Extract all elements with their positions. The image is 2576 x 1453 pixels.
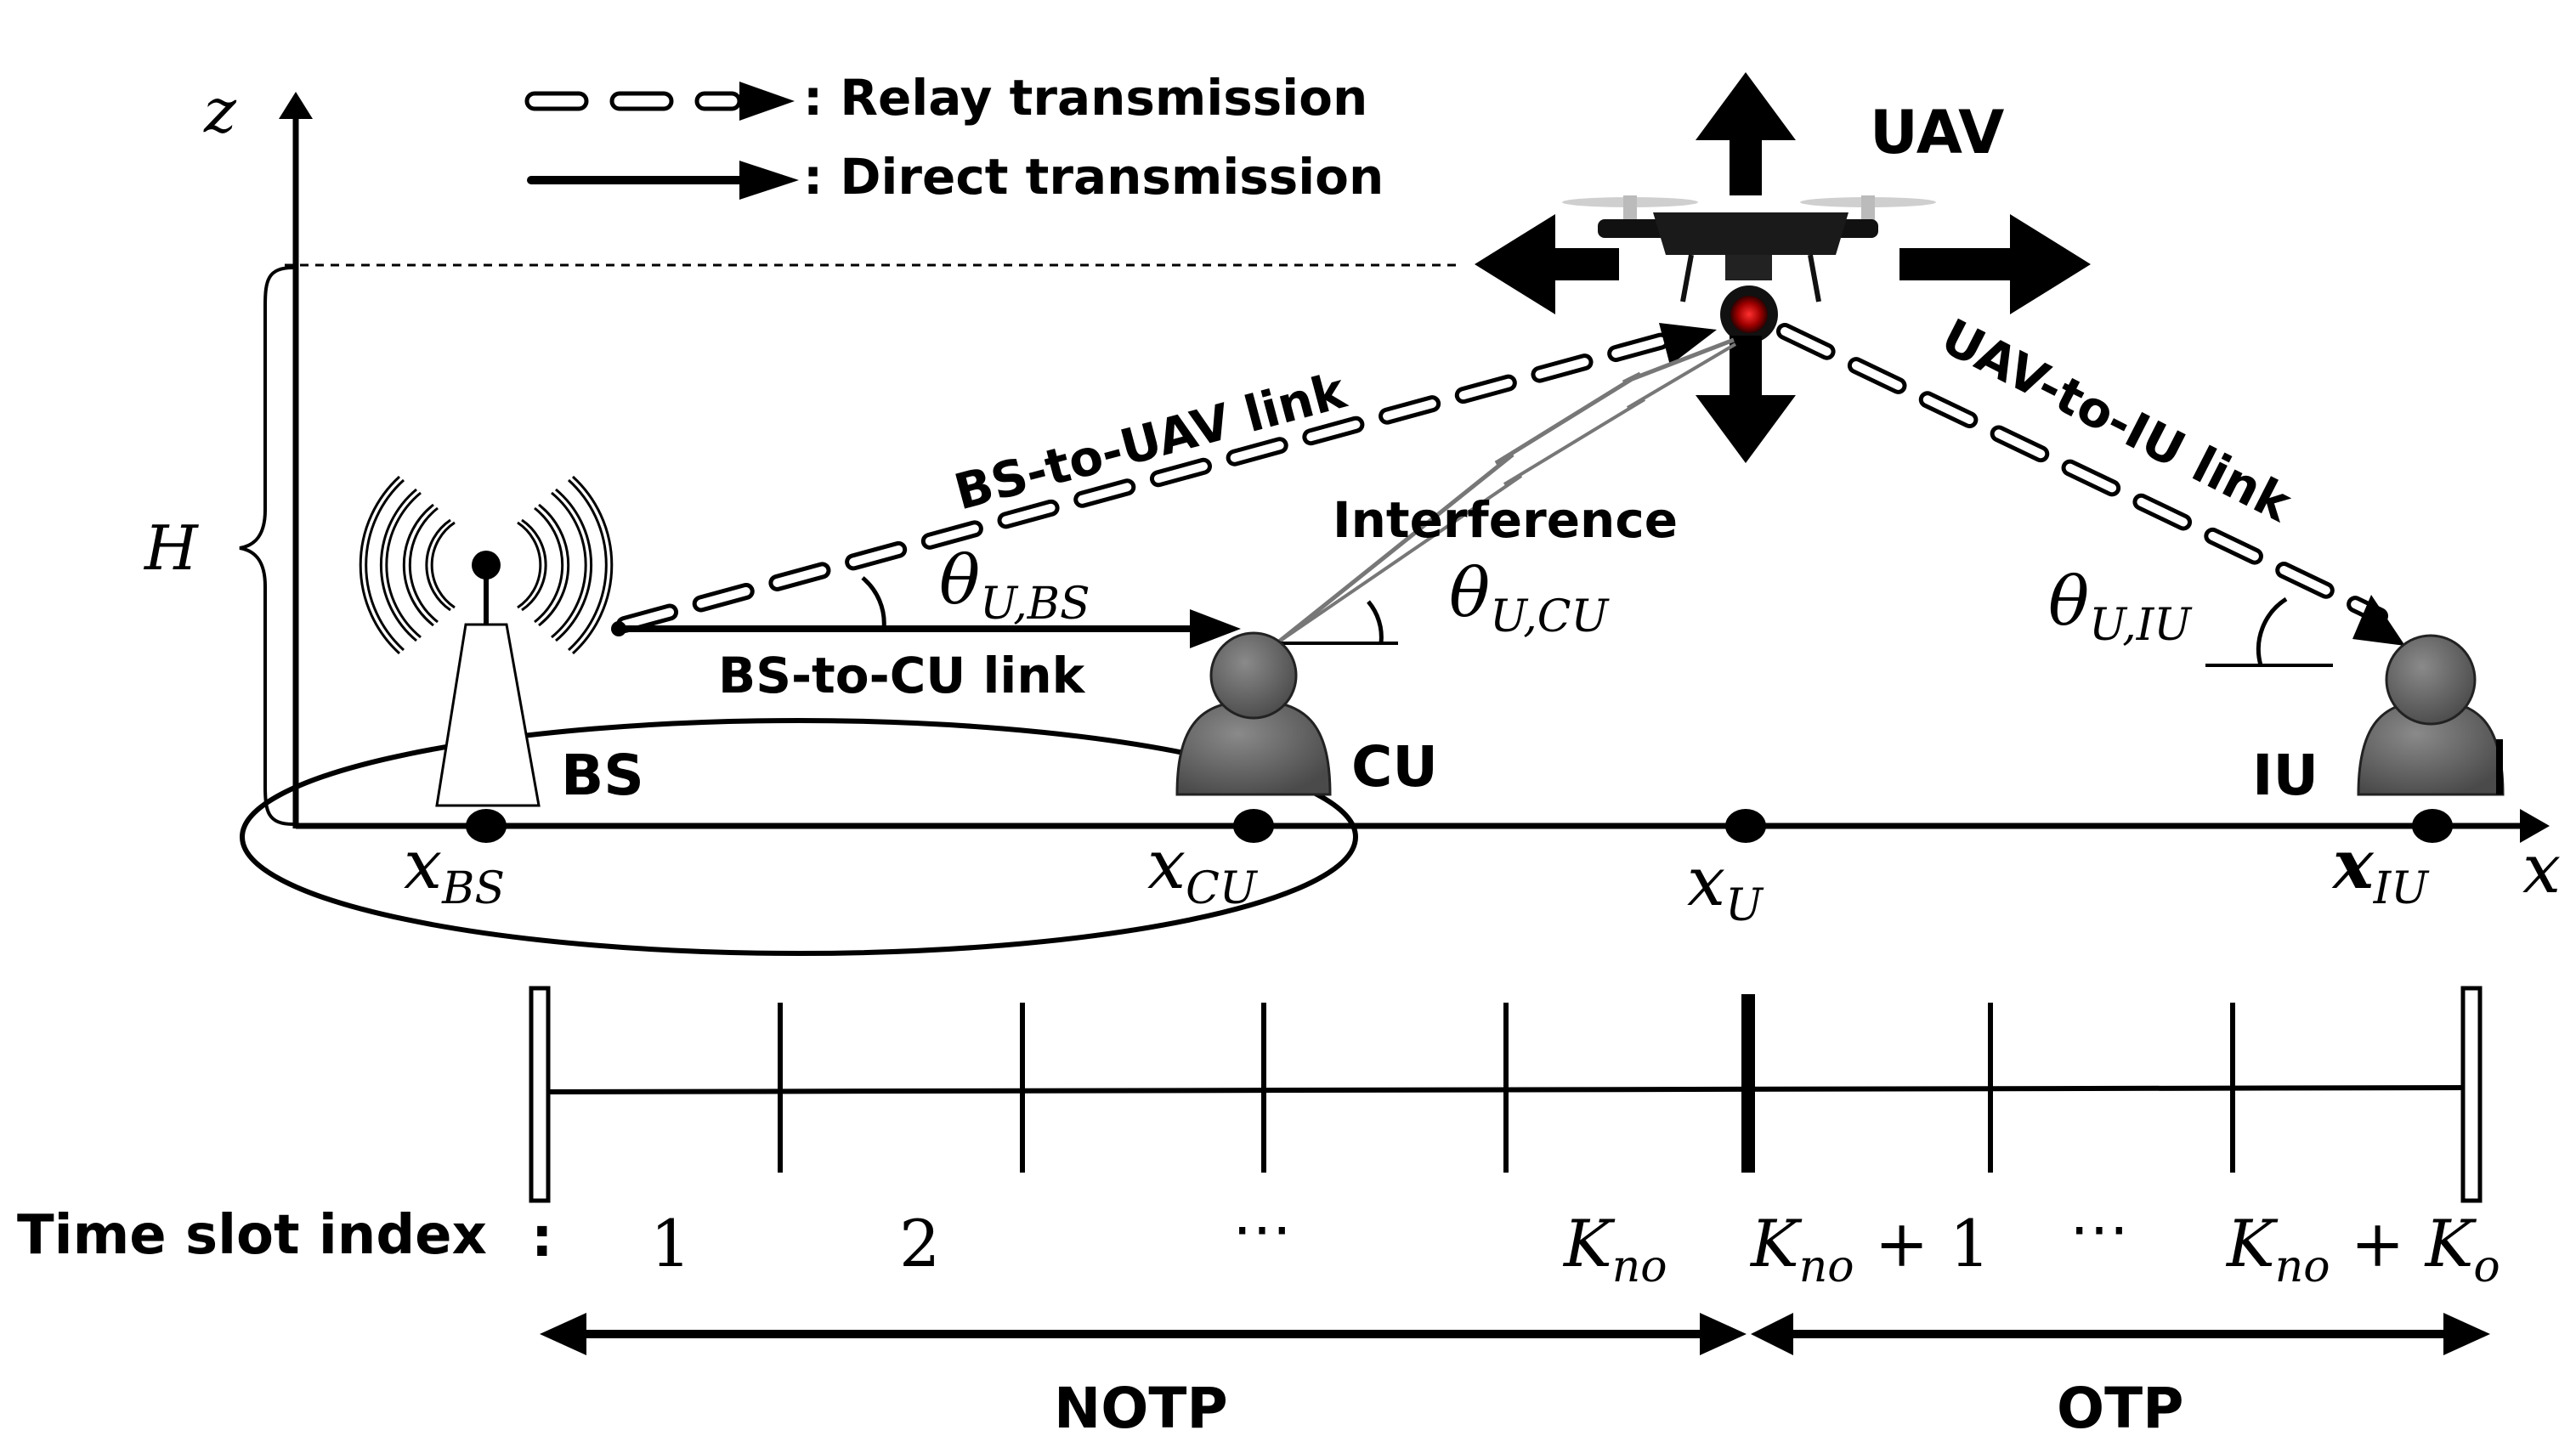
position-label-bs: xBS <box>404 825 505 914</box>
interference-label: Interference <box>1333 491 1678 549</box>
marker-cu <box>1233 809 1274 843</box>
iu-person-icon <box>2357 634 2505 796</box>
legend-relay-label: : Relay transmission <box>803 69 1367 127</box>
bs-to-uav-relay-link <box>616 323 1717 633</box>
angle-arc-iu <box>2256 596 2288 666</box>
uav-icon <box>1562 195 1936 343</box>
position-label-iu: xIU <box>2331 824 2430 914</box>
height-brace <box>239 266 294 826</box>
cu-label: CU <box>1351 734 1438 800</box>
arrow-down-icon <box>1696 336 1796 463</box>
marker-bs <box>466 809 507 843</box>
bs-to-cu-direct-link <box>611 609 1241 648</box>
position-label-u: xU <box>1687 842 1764 931</box>
x-axis-label: x <box>2522 829 2561 908</box>
otp-phase-arrow <box>1751 1313 2490 1355</box>
z-axis-label: z <box>203 75 237 146</box>
uav-to-iu-relay-link <box>1776 323 2405 646</box>
slot-label-kno-plus-1: Kno + 1 <box>1749 1206 1990 1292</box>
marker-iu <box>2412 809 2453 843</box>
angle-arc-cu <box>1367 600 1384 644</box>
x-axis-arrowhead <box>2520 809 2550 843</box>
interference-link <box>1277 337 1737 643</box>
uav-label: UAV <box>1870 98 2004 167</box>
marker-u <box>1725 809 1766 843</box>
angle-arc-bs <box>861 576 886 630</box>
slot-label-1: 1 <box>650 1206 691 1281</box>
legend: : Relay transmission : Direct transmissi… <box>524 69 1384 206</box>
timeline-start-bar <box>529 986 551 1203</box>
legend-relay-arrow <box>524 82 795 121</box>
height-label: H <box>143 512 199 584</box>
slot-ellipsis-2: ⋯ <box>2069 1194 2129 1264</box>
timeline <box>529 986 2483 1203</box>
position-label-cu: xCU <box>1147 825 1259 914</box>
cu-person-icon <box>1175 631 1332 796</box>
angle-label-iu: θU,IU <box>2048 562 2193 651</box>
iu-label: IU <box>2252 743 2318 808</box>
uav-to-iu-link-label: UAV-to-IU link <box>1933 308 2301 534</box>
arrow-left-icon <box>1475 214 1619 314</box>
slot-label-kno-plus-ko: Kno + Ko <box>2225 1206 2500 1292</box>
notp-label: NOTP <box>1054 1376 1228 1441</box>
bs-label: BS <box>561 743 644 808</box>
angle-label-bs: θU,BS <box>939 540 1090 630</box>
bs-to-cu-link-label: BS-to-CU link <box>718 647 1086 704</box>
timeline-end-bar <box>2460 986 2483 1203</box>
bs-to-uav-link-label: BS-to-UAV link <box>948 361 1353 521</box>
timeline-colon: : <box>531 1207 553 1269</box>
angle-label-cu: θU,CU <box>1449 553 1611 642</box>
z-axis-arrowhead <box>279 92 313 119</box>
bs-coverage-ellipse <box>240 718 1358 956</box>
arrow-right-icon <box>1899 214 2091 314</box>
timeline-label: Time slot index <box>17 1204 487 1267</box>
otp-label: OTP <box>2057 1376 2184 1441</box>
legend-direct-label: : Direct transmission <box>803 148 1384 206</box>
arrow-up-icon <box>1696 72 1796 195</box>
slot-ellipsis-1: ⋯ <box>1232 1194 1292 1264</box>
slot-label-2: 2 <box>899 1206 940 1281</box>
notp-phase-arrow <box>540 1313 1747 1355</box>
slot-label-kno: Kno <box>1562 1206 1667 1292</box>
uav-movement-arrows <box>1475 72 2091 463</box>
legend-direct-arrow <box>527 161 799 200</box>
base-station-icon <box>359 475 614 807</box>
